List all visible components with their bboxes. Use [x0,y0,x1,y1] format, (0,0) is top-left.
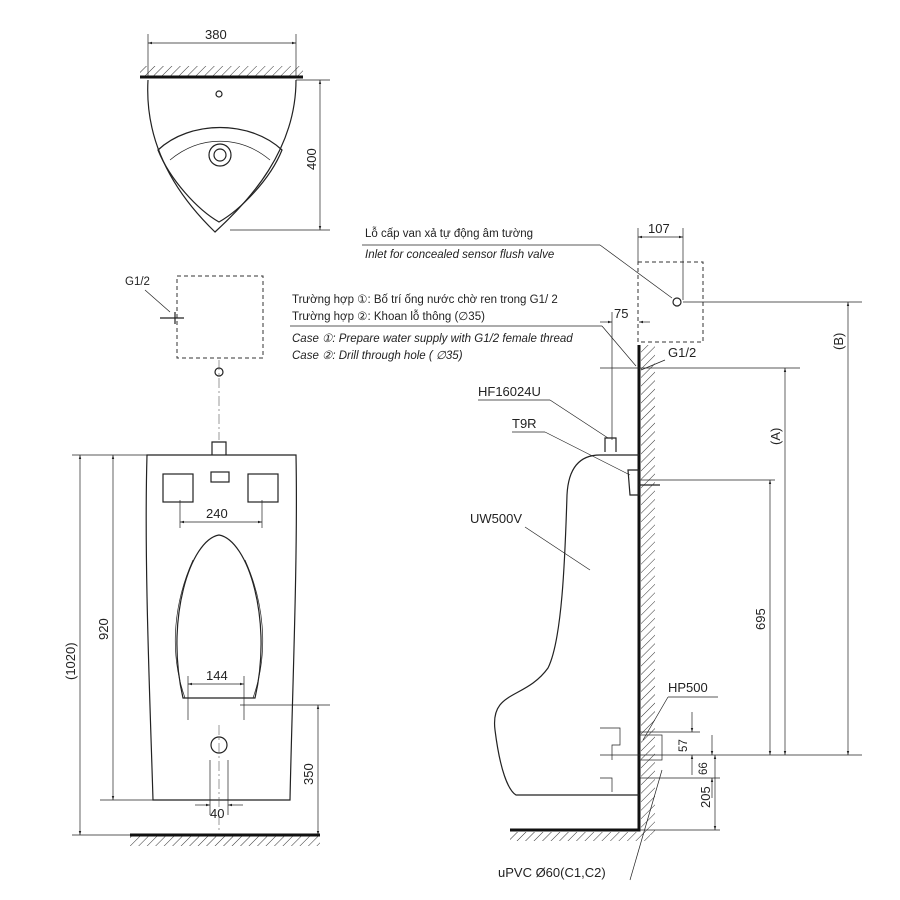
pipe-label: uPVC Ø60(C1,C2) [498,865,606,880]
dim-920: 920 [96,618,111,640]
g12-label: G1/2 [668,345,696,360]
dim-380: 380 [205,27,227,42]
dim-1020: (1020) [63,642,78,680]
dim-205: 205 [698,786,713,808]
dim-350: 350 [301,763,316,785]
dim-240: 240 [206,506,228,521]
notes: Lỗ cấp van xả tự động âm tường Inlet for… [290,227,673,367]
case1-note-en: Case ①: Prepare water supply with G1/2 f… [292,333,573,345]
case1-note-vi: Trường hợp ①: Bố trí ống nước chờ ren tr… [292,294,558,306]
case2-note-en: Case ②: Drill through hole ( ∅35) [292,350,463,362]
dim-b: (B) [831,333,846,350]
case2-note-vi: Trường hợp ②: Khoan lỗ thông (∅35) [292,310,485,323]
dim-57: 57 [678,739,690,752]
urinal-label: UW500V [470,511,522,526]
supply-label: G1/2 [125,276,150,288]
front-view: 240 144 40 920 (1020) 350 [63,441,330,846]
spud-label: T9R [512,416,537,431]
dim-144: 144 [206,668,228,683]
trap-label: HP500 [668,680,708,695]
dim-40: 40 [210,806,224,821]
inlet-note-en: Inlet for concealed sensor flush valve [365,249,554,261]
dim-695: 695 [753,608,768,630]
top-view: 380 400 [140,27,330,233]
dim-66: 66 [698,762,710,775]
valve-label: HF16024U [478,384,541,399]
dim-a: (A) [768,428,783,445]
dim-107: 107 [648,221,670,236]
dim-400: 400 [304,148,319,170]
side-view: 107 75 G1/2 (B) (A) 695 57 66 205 HF1602… [470,221,862,881]
supply-box: G1/2 [125,275,264,440]
dim-75: 75 [614,306,628,321]
inlet-note-vi: Lỗ cấp van xả tự động âm tường [365,227,533,240]
